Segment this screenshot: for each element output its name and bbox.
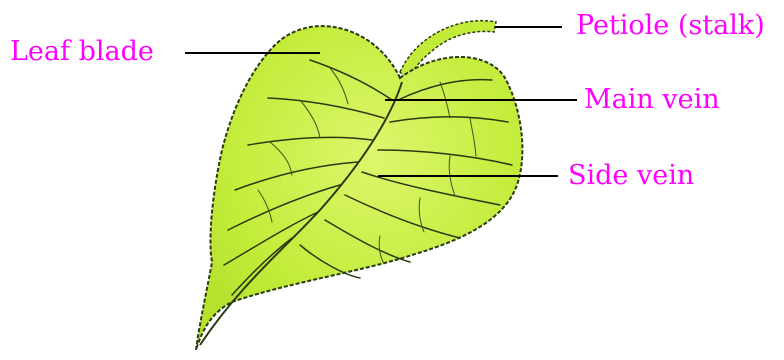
label-petiole: Petiole (stalk) xyxy=(576,12,765,39)
label-leaf-blade: Leaf blade xyxy=(10,38,154,65)
leaf-blade-shape xyxy=(196,26,522,350)
label-main-vein: Main vein xyxy=(584,86,720,113)
label-side-vein: Side vein xyxy=(568,162,694,189)
